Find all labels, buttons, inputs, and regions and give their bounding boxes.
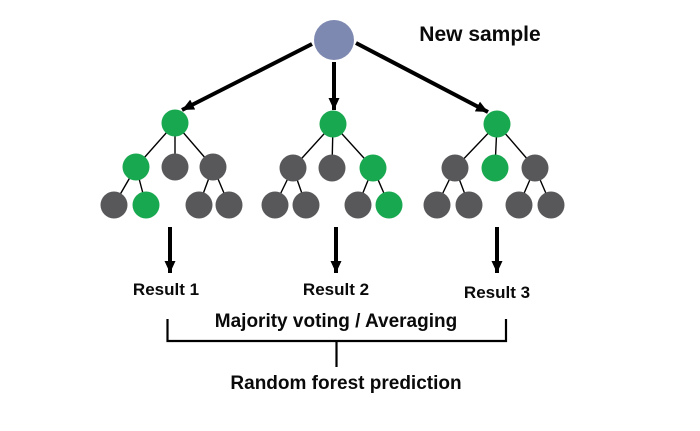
tree-3-node-4 [423,191,451,219]
tree-2-node-3 [359,154,387,182]
tree-nodes [100,20,565,219]
tree-3-node-2 [481,154,509,182]
tree-1-node-0 [161,109,189,137]
tree-2-node-4 [261,191,289,219]
tree-1-node-2 [161,153,189,181]
sample-arrow-3 [355,41,489,114]
prediction-label: Random forest prediction [230,373,462,394]
new-sample-label: New sample [419,23,541,46]
tree-2-node-5 [292,191,320,219]
tree-1-node-4 [100,191,128,219]
new-sample-node [314,20,354,60]
tree-1-node-6 [185,191,213,219]
result-1-label: Result 1 [132,280,200,299]
tree-2-node-7 [375,191,403,219]
tree-3-node-3 [521,154,549,182]
majority-voting-label: Majority voting / Averaging [214,311,458,332]
tree-2-node-1 [279,154,307,182]
result-2-label: Result 2 [302,280,370,299]
tree-3-node-1 [441,154,469,182]
grouping-bracket [166,319,508,367]
flow-arrows [164,41,503,273]
tree-2-node-0 [319,110,347,138]
tree-1-node-7 [215,191,243,219]
result-3-label: Result 3 [463,283,531,302]
tree-1-node-1 [122,153,150,181]
tree-2-node-6 [344,191,372,219]
sample-arrow-1 [181,42,313,112]
tree-1-node-3 [199,153,227,181]
tree-3-node-0 [483,110,511,138]
tree-1-node-5 [132,191,160,219]
tree-3-node-5 [455,191,483,219]
tree-3-node-7 [537,191,565,219]
tree-2-node-2 [318,154,346,182]
tree-3-node-6 [505,191,533,219]
